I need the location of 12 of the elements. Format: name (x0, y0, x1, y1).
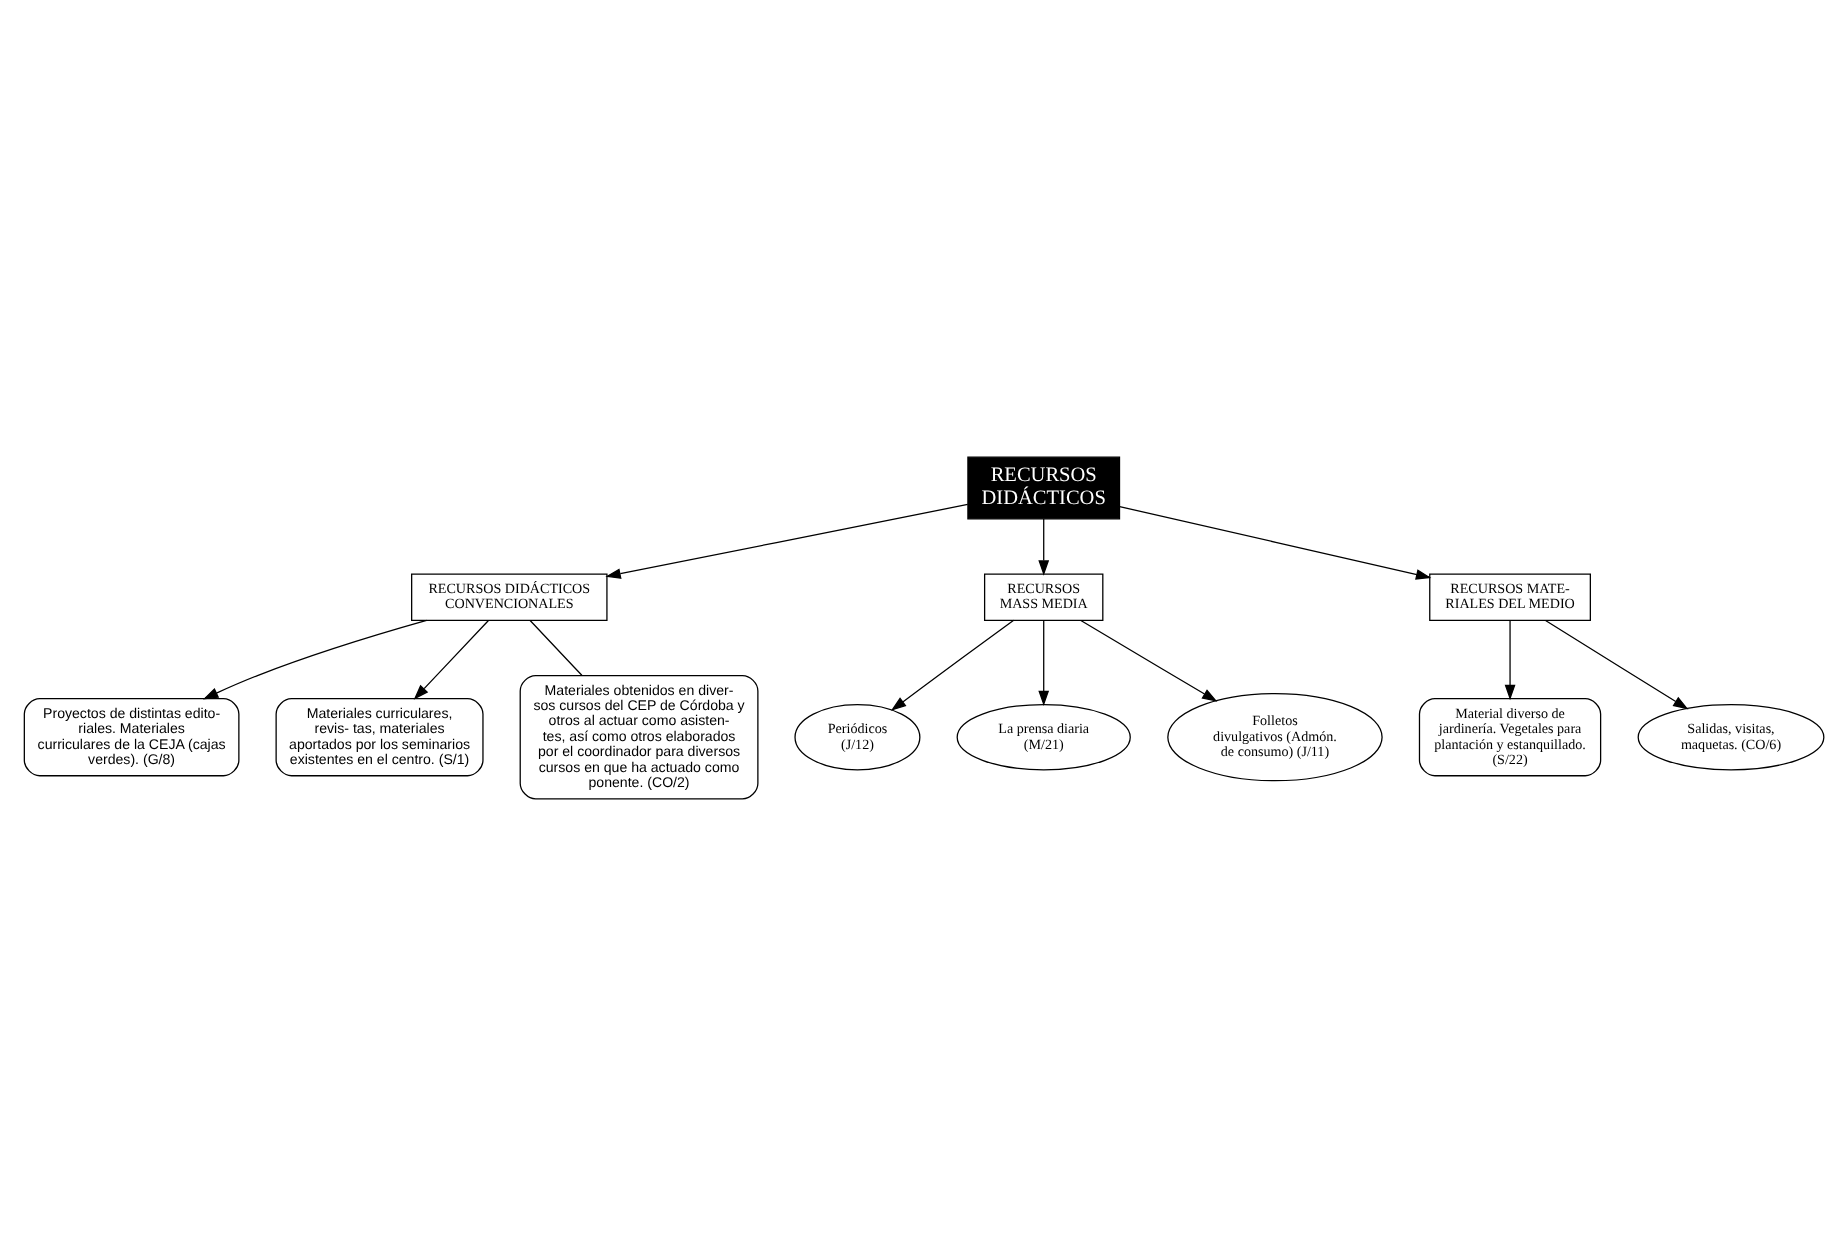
arrow (1119, 505, 1432, 579)
arrow (413, 618, 490, 699)
arrow (1080, 618, 1218, 701)
arrow (890, 618, 1015, 710)
arrow (202, 618, 428, 699)
node-box: RECURSOS DIDÁCTICOS (967, 455, 1121, 519)
connector (529, 618, 583, 675)
arrow (1038, 517, 1050, 575)
arrow (1504, 618, 1516, 700)
arrow (1038, 618, 1050, 706)
arrow (1544, 618, 1689, 709)
arrow (605, 502, 969, 578)
